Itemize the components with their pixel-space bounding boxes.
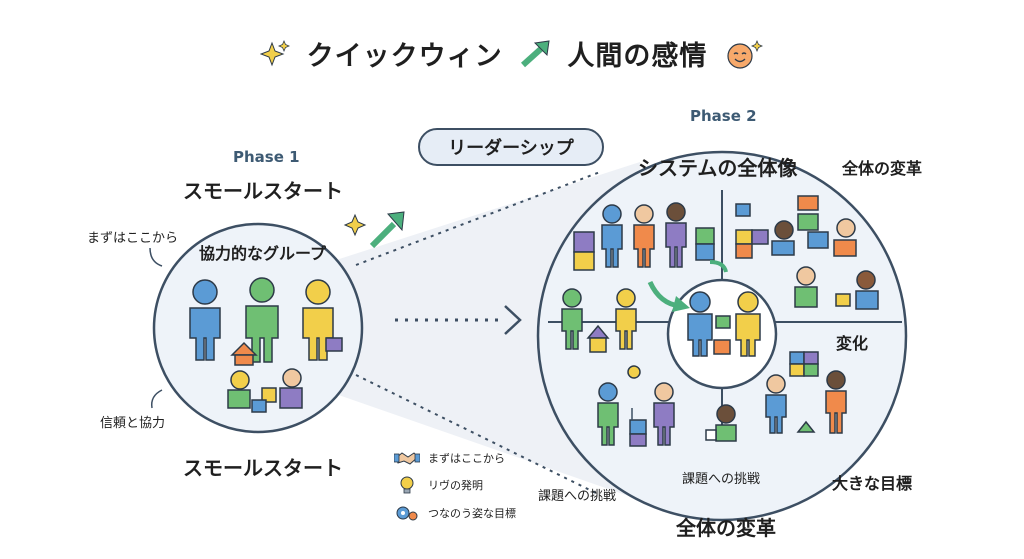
start-here-side-label: まずはここから [87, 231, 179, 246]
trust-cooperation-label: 信頼と協力 [100, 416, 166, 431]
funnel-top-line [355, 171, 601, 266]
sparkle-icon [259, 39, 291, 66]
phase1-heading-bottom: スモールスタート [183, 456, 343, 480]
overall-transformation-heading: 全体の変革 [676, 516, 776, 540]
quick-win-arrow [343, 211, 405, 249]
quadrant-right-lower-people [765, 351, 847, 434]
gears-icon [396, 506, 418, 521]
title-human-emotion: 人間の感情 [567, 41, 708, 72]
center-people [687, 291, 761, 357]
left-group-people [189, 277, 343, 413]
legend-item: つなのう姿な目標 [394, 502, 516, 524]
title-quick-win: クイックウィン [306, 41, 503, 72]
page-title: クイックウィン 人間の感情 [0, 34, 1024, 73]
side-arrow-bottom [150, 389, 163, 409]
challenge-inner-label: 課題への挑戦 [682, 472, 761, 487]
funnel-bottom-line [355, 374, 601, 496]
legend-item: リヴの発明 [394, 474, 516, 496]
quadrant-left-people [561, 288, 637, 353]
growth-arrow-icon [520, 39, 550, 67]
leadership-label: リーダーシップ [448, 138, 574, 159]
system-overview-heading: システムの全体像 [638, 156, 798, 180]
quadrant-top-right-people [735, 195, 879, 310]
legend-label: つなのう姿な目標 [428, 507, 516, 520]
legend-item: まずはここから [394, 448, 516, 468]
phase1-label: Phase 1 [233, 148, 300, 166]
phase2-label: Phase 2 [690, 107, 757, 125]
quadrant-bottom-center-person [705, 404, 737, 442]
side-arrow-top [149, 247, 163, 267]
phase1-heading-top: スモールスタート [183, 179, 343, 203]
challenge-outer-label: 課題への挑戦 [538, 489, 617, 504]
quadrant-top-left-people [573, 202, 715, 271]
cooperative-group-label: 協力的なグループ [199, 244, 327, 263]
dotted-arrow-head [504, 305, 522, 335]
green-curve-arrow-left-head [672, 296, 690, 312]
leadership-pill: リーダーシップ [418, 128, 604, 166]
change-label: 変化 [836, 334, 869, 353]
handshake-icon [394, 452, 420, 465]
legend-label: まずはここから [428, 452, 505, 465]
overall-transformation-top-label: 全体の変革 [842, 159, 923, 178]
quadrant-bottom-left-people [597, 365, 675, 447]
legend-label: リヴの発明 [428, 479, 483, 492]
green-curve-arrow-top [709, 260, 728, 273]
lightbulb-icon [400, 476, 414, 494]
legend: まずはここから リヴの発明 つなのう姿な目標 [394, 448, 516, 524]
smile-face-icon [727, 39, 763, 69]
big-goal-label: 大きな目標 [832, 474, 913, 493]
